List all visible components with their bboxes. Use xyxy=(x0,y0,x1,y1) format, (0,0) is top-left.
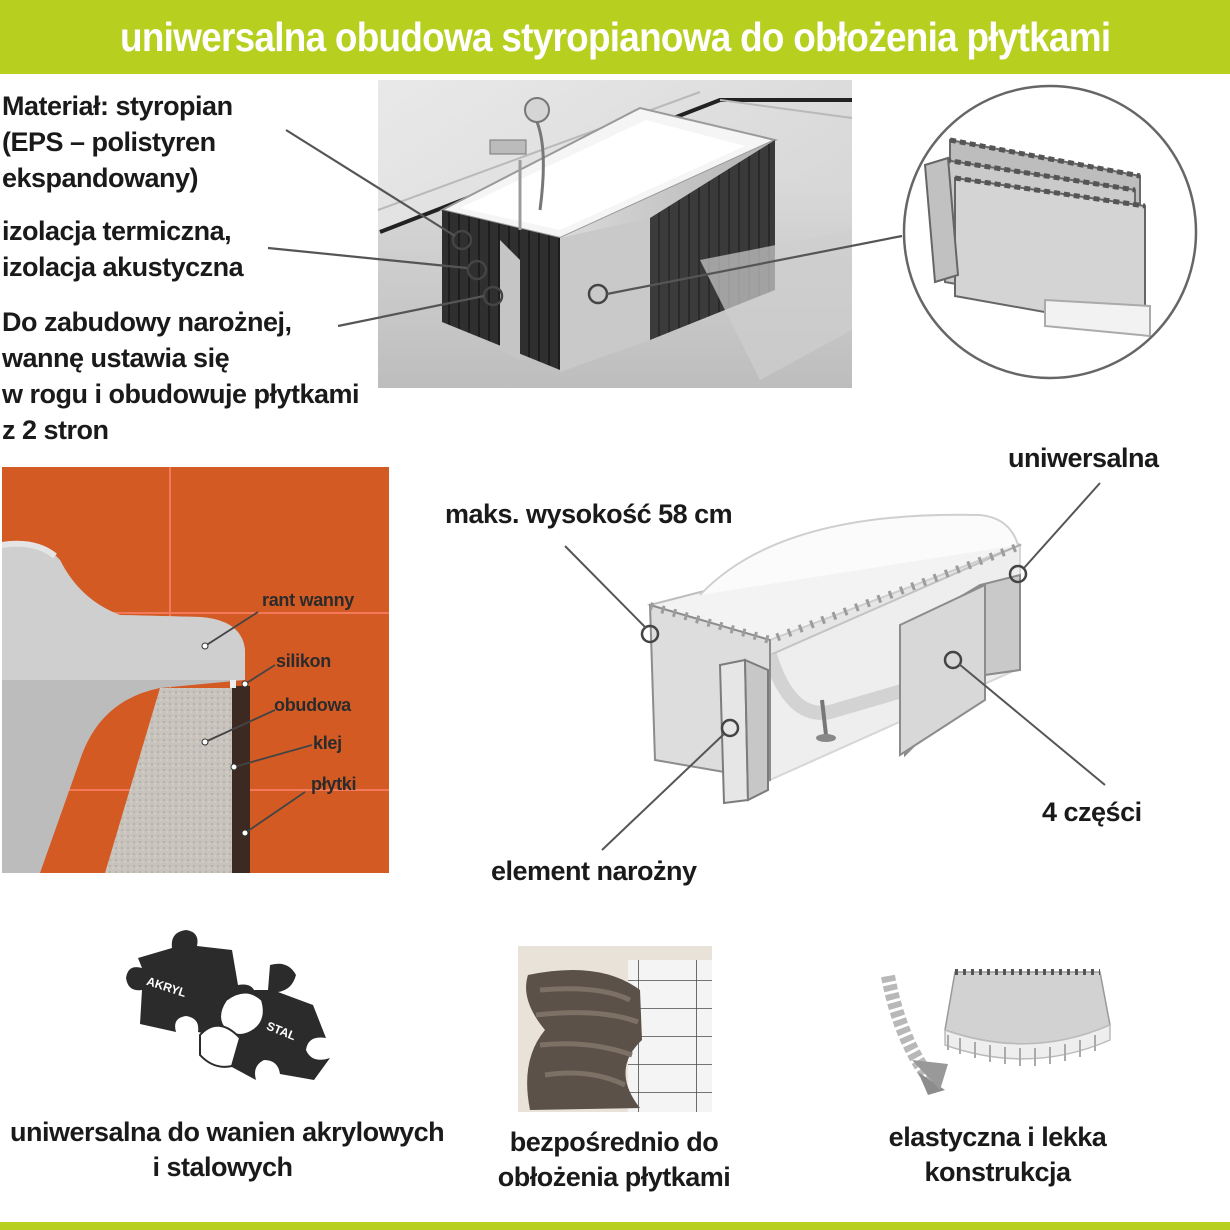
leader-lines-top xyxy=(267,129,903,328)
bathroom-photo xyxy=(377,80,853,388)
flexible-panel-icon xyxy=(881,969,1111,1095)
flex-caption-line-1: elastyczna i lekka xyxy=(888,1122,1107,1152)
label-plytki: płytki xyxy=(311,774,357,794)
corner-line-1: Do zabudowy narożnej, xyxy=(2,307,292,337)
corner-line-3: w rogu i obudowuje płytkami xyxy=(2,379,360,409)
corner-line-4: z 2 stron xyxy=(2,415,109,445)
material-label: Materiał: styropian (EPS – polistyren ek… xyxy=(2,88,233,196)
material-line-2: (EPS – polistyren xyxy=(2,127,216,157)
puzzle-caption: uniwersalna do wanien akrylowych i stalo… xyxy=(10,1115,445,1185)
label-obudowa: obudowa xyxy=(274,695,351,715)
label-rant-wanny: rant wanny xyxy=(262,590,355,610)
material-line-1: Materiał: styropian xyxy=(2,91,233,121)
tiles-caption: bezpośrednio do obłożenia płytkami xyxy=(470,1125,758,1195)
panels-circle-inset xyxy=(902,84,1198,380)
universal-label: uniwersalna xyxy=(1008,443,1159,473)
material-line-3: ekspandowany) xyxy=(2,163,199,193)
insulation-line-1: izolacja termiczna, xyxy=(2,216,232,246)
insulation-label: izolacja termiczna, izolacja akustyczna xyxy=(2,213,244,285)
flex-caption-line-2: konstrukcja xyxy=(924,1157,1071,1187)
puzzle-akryl-text: AKRYL xyxy=(144,974,189,1000)
corner-element-label: element narożny xyxy=(491,856,697,886)
footer-bar xyxy=(0,1222,1230,1230)
puzzle-stal-text: STAL xyxy=(264,1018,298,1044)
flex-caption: elastyczna i lekka konstrukcja xyxy=(860,1120,1135,1190)
page-title: uniwersalna obudowa styropianowa do obło… xyxy=(119,13,1111,60)
tiles-caption-line-1: bezpośrednio do xyxy=(509,1127,719,1157)
bathtub-panels-diagram xyxy=(564,482,1106,851)
label-silikon: silikon xyxy=(276,651,331,671)
corner-line-2: wannę ustawia się xyxy=(2,343,230,373)
tiles-caption-line-2: obłożenia płytkami xyxy=(497,1162,731,1192)
puzzle-caption-line-1: uniwersalna do wanien akrylowych xyxy=(10,1117,445,1147)
tiles-adhesive-icon xyxy=(518,946,712,1112)
corner-installation-label: Do zabudowy narożnej, wannę ustawia się … xyxy=(2,304,360,448)
puzzle-caption-line-2: i stalowych xyxy=(152,1152,293,1182)
puzzle-akryl-stal-icon xyxy=(126,930,330,1080)
cross-section-image xyxy=(1,467,389,873)
four-parts-label: 4 części xyxy=(1042,797,1142,827)
header-banner: uniwersalna obudowa styropianowa do obło… xyxy=(0,0,1230,74)
max-height-label: maks. wysokość 58 cm xyxy=(445,499,733,529)
insulation-line-2: izolacja akustyczna xyxy=(2,252,244,282)
label-klej: klej xyxy=(313,733,342,753)
